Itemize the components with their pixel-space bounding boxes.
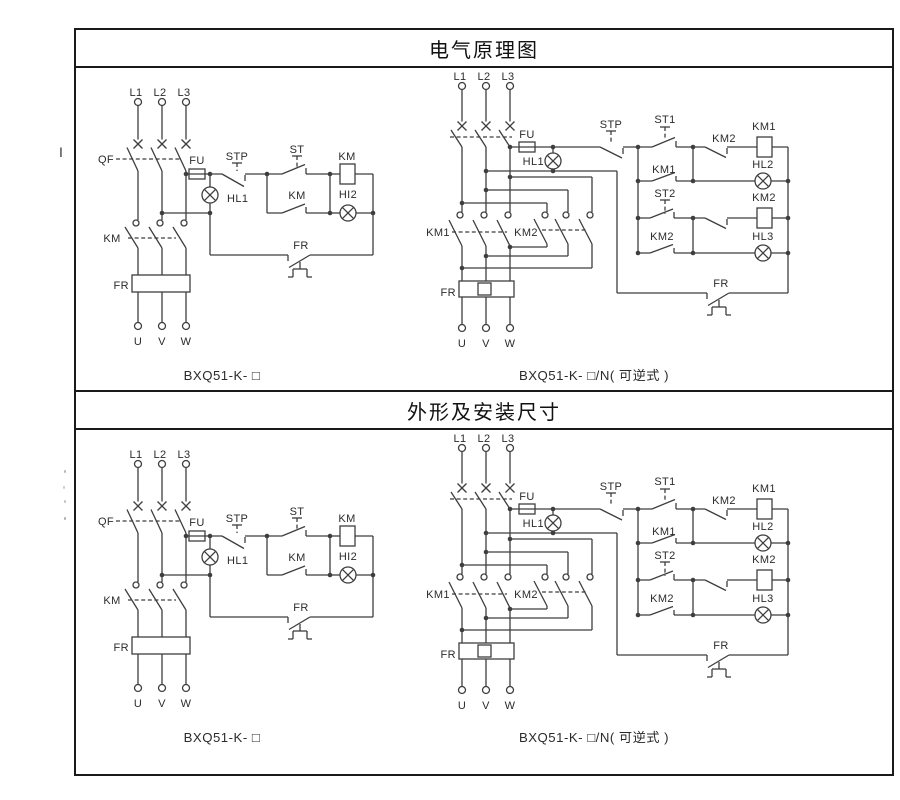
scan-artifact-dot xyxy=(64,517,66,520)
schematic-drawing-top xyxy=(76,68,892,390)
scan-artifact-dot xyxy=(64,470,66,473)
scan-artifact-dot xyxy=(63,486,65,489)
section-title-dimensions-text: 外形及安装尺寸 xyxy=(407,401,561,424)
catalog-frame: 电气原理图 外形及安装尺寸 xyxy=(74,28,894,776)
section-title-schematic: 电气原理图 xyxy=(76,30,892,68)
section-title-schematic-text: 电气原理图 xyxy=(429,39,539,62)
schematic-panel-bottom xyxy=(76,430,892,774)
scan-artifact-dot xyxy=(64,500,66,503)
scan-artifact-tick: I xyxy=(59,144,63,160)
section-title-dimensions: 外形及安装尺寸 xyxy=(76,390,892,430)
schematic-panel-top xyxy=(76,68,892,390)
schematic-drawing-bottom xyxy=(76,430,892,752)
